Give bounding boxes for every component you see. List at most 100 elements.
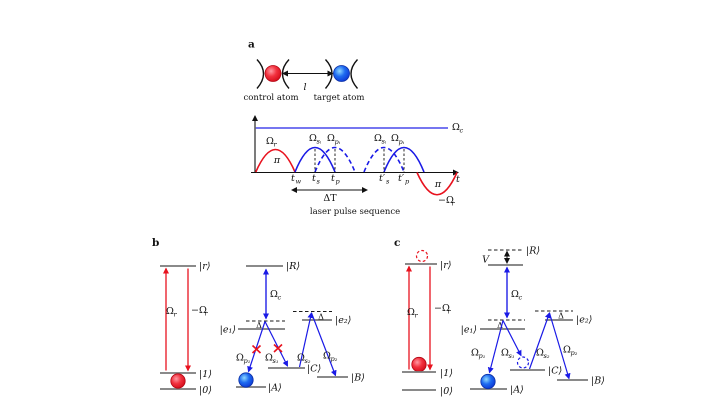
c-blockade-shift-label: V xyxy=(482,255,490,266)
b-delta-1-label: Δ xyxy=(256,321,262,330)
c-omega-s2-label: Ω xyxy=(536,348,544,359)
neg-omega-r-label: −Ω xyxy=(438,195,454,206)
c-omega-r-label-sub: r xyxy=(415,312,419,320)
panel-c-label: c xyxy=(394,237,400,249)
stirap2-pump-pulse xyxy=(383,146,425,173)
b-target-atom-ball xyxy=(238,372,254,388)
stirap1-stokes-pulse xyxy=(294,146,336,173)
delta-t-label: ΔT xyxy=(323,193,337,204)
control-atom-caption: control atom xyxy=(243,93,298,103)
b-omega-r-label: Ω xyxy=(166,306,174,317)
neg-omega-r-label-sub: r xyxy=(452,200,456,208)
stirap2-p-label-sub: pᵢ xyxy=(399,138,405,146)
b-cross-s1-stroke2 xyxy=(273,343,283,353)
b-omega-s2-label-sub: s₂ xyxy=(305,357,311,365)
b-cross-p1-stroke2 xyxy=(251,344,262,354)
b-delta-2-label: Δ xyxy=(318,313,324,322)
c-ket-e2: |e₂⟩ xyxy=(576,315,592,326)
stirap2-s-label-sub: sᵢ xyxy=(382,138,387,146)
c-ket-e1: |e₁⟩ xyxy=(461,325,477,336)
target-atom-caption: target atom xyxy=(314,93,365,103)
pi-pulse-negative xyxy=(416,172,458,196)
c-omega-p1-label: Ω xyxy=(471,348,479,359)
c-omega-p2-label: Ω xyxy=(563,345,571,356)
stirap1-p-label: Ω xyxy=(327,133,335,144)
c-control-atom-ball xyxy=(411,356,427,373)
stirap2-s-label: Ω xyxy=(374,133,382,144)
b-ket-e2: |e₂⟩ xyxy=(335,315,351,326)
c-delta-1-label: Δ xyxy=(497,321,503,330)
b-omega-p2-label: Ω xyxy=(323,351,331,362)
b-neg-omega-r-label: −Ω xyxy=(191,305,207,316)
b-ket-r: |r⟩ xyxy=(199,261,210,272)
distance-label: l xyxy=(303,82,306,93)
control-tweezer-left-curve xyxy=(256,59,265,89)
b-omega-s2-arrow xyxy=(298,312,314,368)
c-omega-s2-arrow xyxy=(528,312,551,370)
target-atom-ball xyxy=(333,65,350,82)
c-ket-1: |1⟩ xyxy=(440,368,453,379)
pi-label-first: π xyxy=(273,155,281,166)
c-rydberg-population-dashed-circle xyxy=(415,249,429,263)
control-atom-ball xyxy=(264,65,282,82)
b-ket-C: |C⟩ xyxy=(307,364,321,375)
c-omega-c-label-sub: c xyxy=(519,294,523,302)
b-ket-0: |0⟩ xyxy=(199,385,212,396)
c-neg-omega-r-label: −Ω xyxy=(434,303,450,314)
panel-b-label: b xyxy=(152,237,159,249)
c-ket-0: |0⟩ xyxy=(440,386,453,397)
c-omega-p2-label-sub: p₂ xyxy=(571,349,578,357)
stirap1-pump-pulse xyxy=(314,146,356,173)
b-ket-e1: |e₁⟩ xyxy=(220,325,236,336)
b-omega-p1-label-sub: p₁ xyxy=(244,357,251,365)
omega-c-label: Ω xyxy=(452,122,460,133)
c-ket-A: |A⟩ xyxy=(510,385,524,396)
c-ket-C: |C⟩ xyxy=(548,366,562,377)
pi-pulse-positive xyxy=(255,148,296,173)
omega-r-pulse-label-sub: r xyxy=(274,141,278,149)
tick-tw-sub: w xyxy=(296,177,302,185)
c-omega-c-label: Ω xyxy=(511,289,519,300)
c-omega-p1-arrow xyxy=(487,320,504,374)
b-omega-s2-label: Ω xyxy=(297,353,305,364)
stirap1-s-label: Ω xyxy=(309,133,317,144)
b-ket-1: |1⟩ xyxy=(199,369,212,380)
b-omega-s1-label-sub: s₁ xyxy=(273,357,279,365)
c-ket-R: |R⟩ xyxy=(526,246,540,257)
tick-tp-sub: p xyxy=(336,178,341,186)
target-tweezer-right-curve xyxy=(350,59,359,89)
b-ket-B: |B⟩ xyxy=(351,373,365,384)
tick-tps-sub: s xyxy=(386,177,390,185)
omega-c-label-sub: c xyxy=(460,127,464,135)
c-omega-s2-label-sub: s₂ xyxy=(544,352,550,360)
b-ket-A: |A⟩ xyxy=(268,383,282,394)
c-omega-p2-arrow xyxy=(548,312,571,380)
c-omega-s1-label-sub: s₁ xyxy=(509,352,515,360)
tick-ts-sub: s xyxy=(317,177,321,185)
tick-tpp-sub: p xyxy=(405,178,410,186)
tick-tw: t xyxy=(291,173,295,184)
b-ket-R: |R⟩ xyxy=(286,261,300,272)
pulse-caption: laser pulse sequence xyxy=(310,207,400,217)
tick-tp: t xyxy=(331,173,335,184)
c-omega-r-label: Ω xyxy=(407,307,415,318)
b-omega-p1-label: Ω xyxy=(236,353,244,364)
stirap1-s-label-sub: sᵢ xyxy=(317,138,322,146)
c-ket-r: |r⟩ xyxy=(440,260,451,271)
pi-label-second: π xyxy=(434,179,442,190)
stirap2-stokes-pulse xyxy=(363,146,405,173)
c-neg-omega-r-label-sub: r xyxy=(448,308,452,316)
b-omega-p1-arrow xyxy=(247,321,266,373)
b-omega-c-label: Ω xyxy=(270,289,278,300)
b-omega-p2-label-sub: p₂ xyxy=(331,355,338,363)
c-ket-B: |B⟩ xyxy=(591,376,605,387)
c-omega-p1-label-sub: p₁ xyxy=(479,352,486,360)
tick-ts: t xyxy=(312,173,316,184)
b-omega-s1-arrow xyxy=(264,321,289,367)
t-axis-label: t xyxy=(456,174,460,185)
c-delta-2-label: Δ xyxy=(558,312,564,321)
stirap1-p-label-sub: pᵢ xyxy=(335,138,341,146)
c-omega-s1-arrow xyxy=(502,320,522,357)
